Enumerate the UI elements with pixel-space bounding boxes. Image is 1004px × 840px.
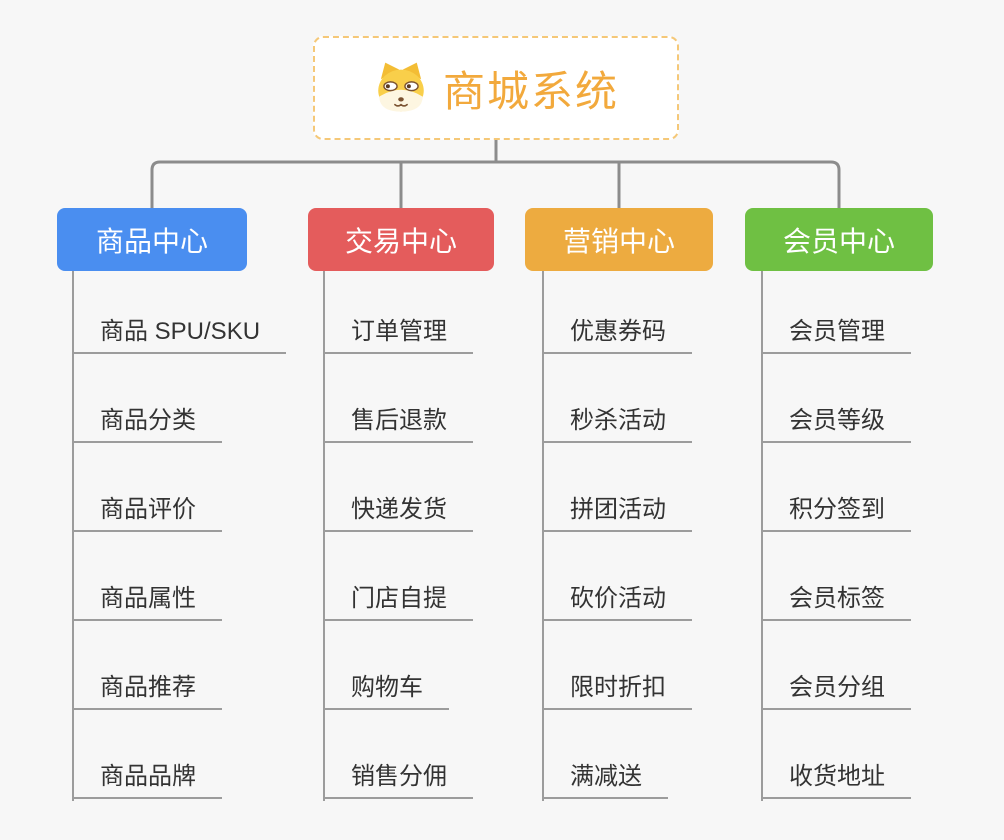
branch-label: 营销中心 <box>562 225 675 257</box>
branch-node-trade-center[interactable]: 交易中心 <box>308 208 494 271</box>
branch-node-product-center[interactable]: 商品中心 <box>57 208 247 271</box>
branch-label: 商品中心 <box>95 225 208 257</box>
leaf-node[interactable]: 商品品牌 <box>72 710 222 799</box>
leaf-node[interactable]: 会员分组 <box>761 621 911 710</box>
leaf-node[interactable]: 订单管理 <box>323 265 473 354</box>
leaf-node[interactable]: 拼团活动 <box>542 443 692 532</box>
leaf-node[interactable]: 会员标签 <box>761 532 911 621</box>
branch-trunk-line <box>72 271 74 801</box>
leaf-node[interactable]: 收货地址 <box>761 710 911 799</box>
leaf-node[interactable]: 快递发货 <box>323 443 473 532</box>
leaf-node[interactable]: 商品分类 <box>72 354 222 443</box>
root-node[interactable]: 商城系统 <box>313 36 679 140</box>
branch-items-trade-center: 订单管理 售后退款 快递发货 门店自提 购物车 销售分佣 <box>323 265 473 799</box>
leaf-node[interactable]: 会员等级 <box>761 354 911 443</box>
leaf-node[interactable]: 门店自提 <box>323 532 473 621</box>
root-title: 商城系统 <box>442 67 619 115</box>
leaf-node[interactable]: 积分签到 <box>761 443 911 532</box>
leaf-node[interactable]: 砍价活动 <box>542 532 692 621</box>
leaf-node[interactable]: 秒杀活动 <box>542 354 692 443</box>
branch-trunk-line <box>542 271 544 801</box>
branch-items-marketing-center: 优惠券码 秒杀活动 拼团活动 砍价活动 限时折扣 满减送 <box>542 265 692 799</box>
leaf-node[interactable]: 商品推荐 <box>72 621 222 710</box>
branch-items-product-center: 商品 SPU/SKU 商品分类 商品评价 商品属性 商品推荐 商品品牌 <box>72 265 287 799</box>
leaf-node[interactable]: 会员管理 <box>761 265 911 354</box>
branch-label: 交易中心 <box>344 225 457 257</box>
leaf-node[interactable]: 限时折扣 <box>542 621 692 710</box>
branch-node-member-center[interactable]: 会员中心 <box>745 208 933 271</box>
branch-trunk-line <box>323 271 325 801</box>
branch-label: 会员中心 <box>782 225 895 257</box>
branch-node-marketing-center[interactable]: 营销中心 <box>525 208 713 271</box>
leaf-node[interactable]: 商品 SPU/SKU <box>72 265 287 354</box>
leaf-node[interactable]: 售后退款 <box>323 354 473 443</box>
shiba-dog-icon <box>378 62 424 112</box>
leaf-node[interactable]: 优惠券码 <box>542 265 692 354</box>
leaf-node[interactable]: 销售分佣 <box>323 710 473 799</box>
leaf-node[interactable]: 满减送 <box>542 710 668 799</box>
leaf-node[interactable]: 购物车 <box>323 621 449 710</box>
leaf-node[interactable]: 商品属性 <box>72 532 222 621</box>
leaf-node[interactable]: 商品评价 <box>72 443 222 532</box>
branch-trunk-line <box>761 271 763 801</box>
branch-items-member-center: 会员管理 会员等级 积分签到 会员标签 会员分组 收货地址 <box>761 265 911 799</box>
